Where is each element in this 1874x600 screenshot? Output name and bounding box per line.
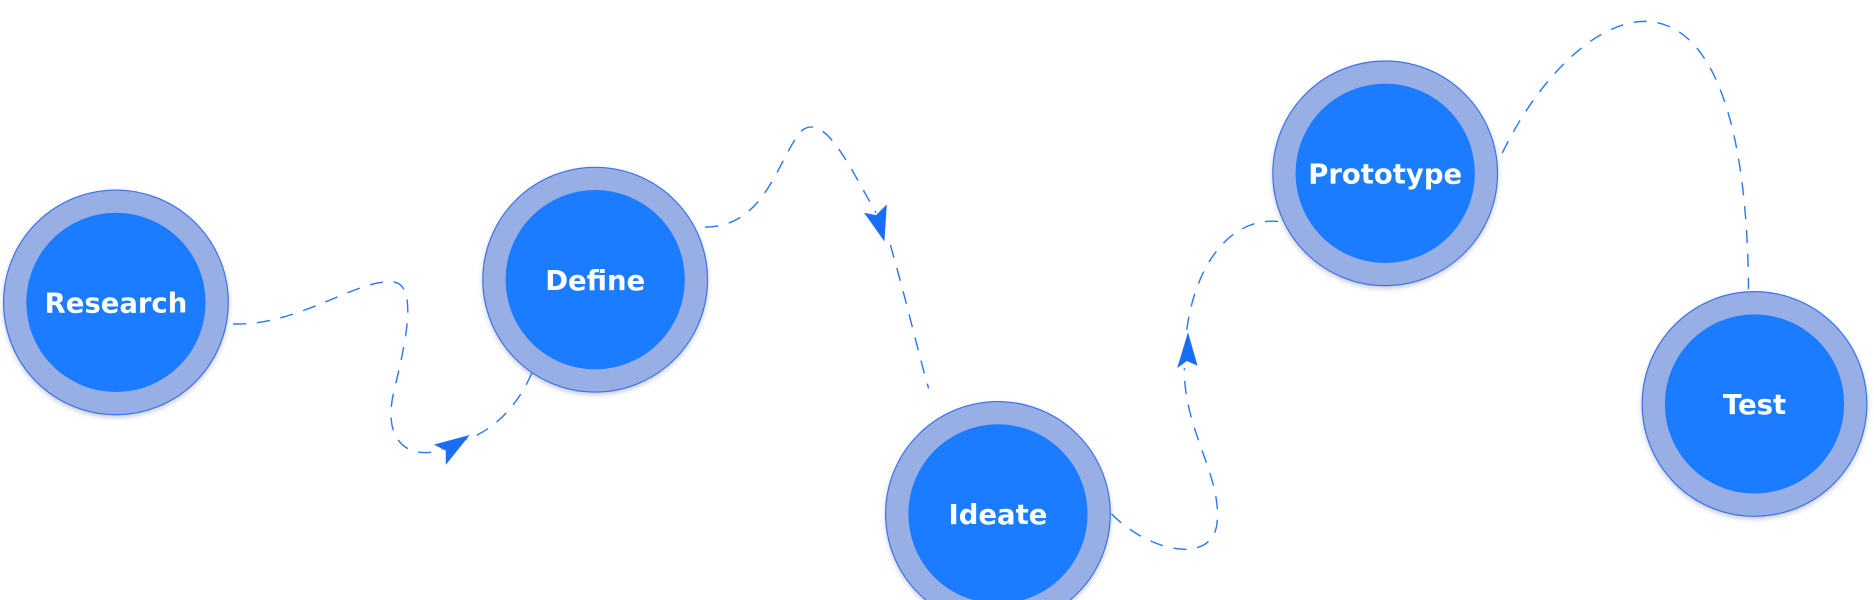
- connector-research-define: [233, 281, 533, 465]
- connector-ideate-prototype: [1110, 220, 1285, 550]
- step-label: Test: [1723, 389, 1786, 421]
- step-label: Define: [545, 265, 645, 297]
- arrowhead-icon: [864, 204, 887, 242]
- arrowhead-icon: [1177, 332, 1198, 369]
- connector-prototype-test: [1501, 20, 1750, 290]
- step-prototype[interactable]: Prototype: [1272, 60, 1499, 287]
- step-test[interactable]: Test: [1641, 291, 1868, 517]
- connector-define-ideate: [705, 126, 930, 389]
- step-label: Research: [45, 288, 188, 320]
- step-research[interactable]: Research: [2, 189, 229, 416]
- step-label: Prototype: [1308, 159, 1462, 191]
- arrowhead-icon: [433, 435, 470, 465]
- step-label: Ideate: [949, 499, 1048, 531]
- step-ideate[interactable]: Ideate: [885, 401, 1111, 600]
- step-define[interactable]: Define: [482, 166, 709, 393]
